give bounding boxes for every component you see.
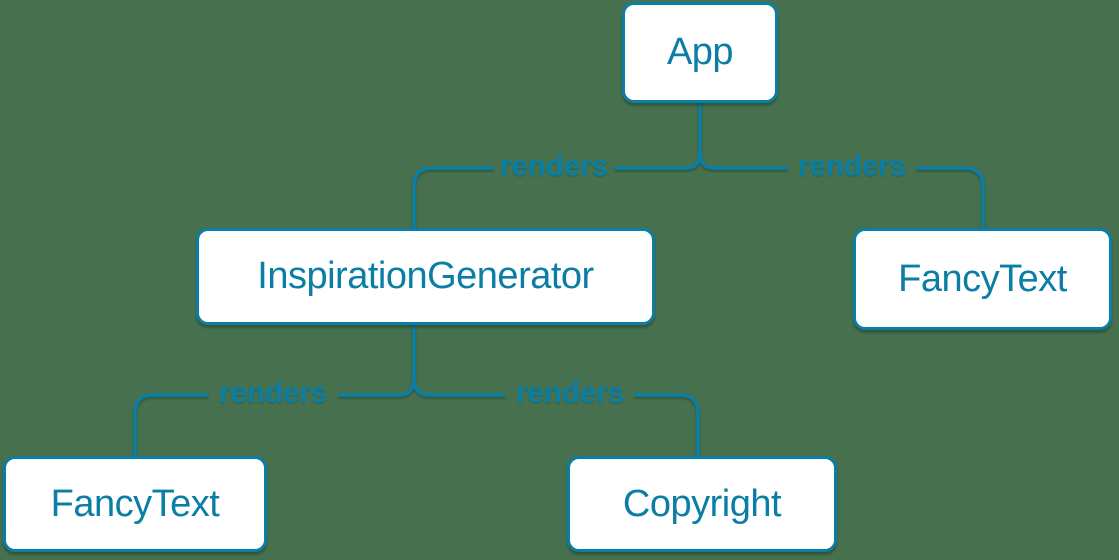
node-fancy-text-right-label: FancyText — [898, 257, 1067, 300]
edge-inspirationgenerator-copyright-b — [634, 393, 700, 457]
edge-inspirationgenerator-fancytext-a — [338, 376, 416, 397]
edge-app-fancytext-b — [916, 166, 985, 229]
node-app: App — [622, 2, 778, 103]
edge-label-renders-inspirationgenerator-fancytext: renders — [219, 376, 327, 410]
edge-inspirationgenerator-copyright-a — [412, 376, 506, 397]
node-copyright-label: Copyright — [622, 482, 782, 525]
node-fancy-text-right: FancyText — [853, 228, 1112, 330]
node-fancy-text-left-label: FancyText — [50, 482, 220, 525]
edge-label-renders-app-inspirationgenerator: renders — [500, 149, 608, 183]
node-copyright: Copyright — [567, 456, 837, 552]
edge-label-renders-app-fancytext: renders — [798, 149, 906, 183]
edge-inspirationgenerator-fancytext-b — [133, 393, 209, 457]
node-inspiration-generator: InspirationGenerator — [196, 228, 655, 325]
node-app-label: App — [666, 31, 734, 73]
edge-app-fancytext-a — [698, 151, 789, 170]
edge-app-inspirationgenerator-b — [412, 166, 494, 229]
node-inspiration-generator-label: InspirationGenerator — [257, 255, 594, 297]
edge-app-inspirationgenerator-a — [614, 151, 702, 170]
edge-label-renders-inspirationgenerator-copyright: renders — [516, 376, 624, 410]
node-fancy-text-left: FancyText — [3, 456, 267, 552]
